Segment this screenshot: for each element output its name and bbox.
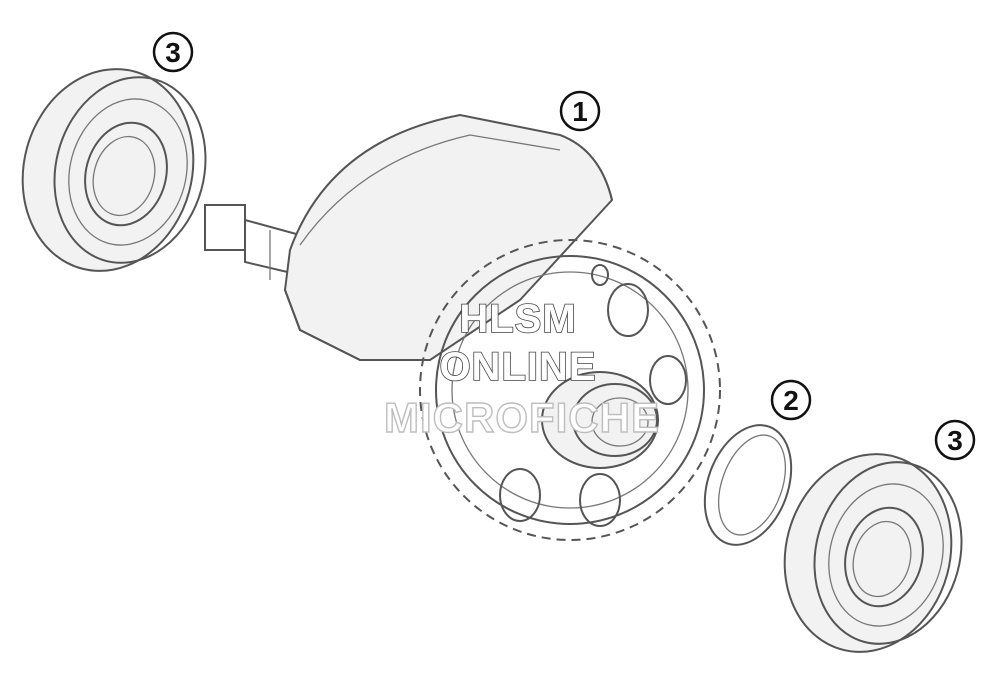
watermark-line3: MICROFICHE xyxy=(384,394,660,441)
svg-text:1: 1 xyxy=(572,96,588,127)
bearing-left xyxy=(21,68,207,272)
washer xyxy=(703,424,793,546)
watermark-line1: HLSM xyxy=(459,297,576,341)
callout-part2: 2 xyxy=(770,379,812,421)
svg-text:3: 3 xyxy=(165,37,181,68)
svg-text:3: 3 xyxy=(947,425,963,456)
callout-part3-left: 3 xyxy=(152,31,194,73)
crankshaft xyxy=(204,113,721,541)
callout-part3-right: 3 xyxy=(934,419,976,461)
watermark-line2: ONLINE xyxy=(439,345,596,389)
watermark: HLSM ONLINE MICROFICHE xyxy=(383,296,660,442)
svg-text:2: 2 xyxy=(783,385,799,416)
callout-part1: 1 xyxy=(559,90,601,132)
bearing-right xyxy=(783,453,963,653)
